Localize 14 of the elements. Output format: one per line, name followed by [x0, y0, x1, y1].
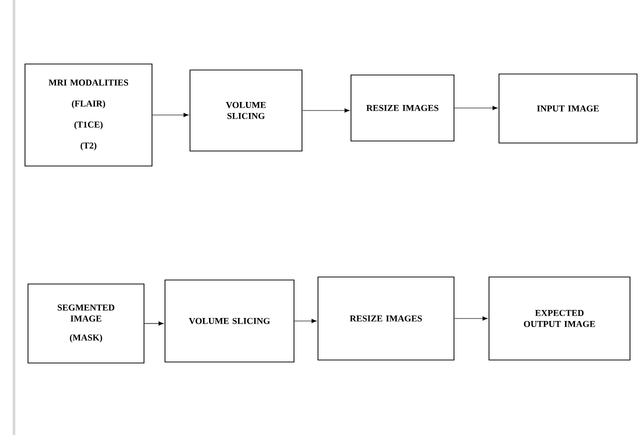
process-box: VOLUME SLICING [164, 280, 294, 362]
process-box: RESIZE IMAGES [318, 276, 454, 360]
arrow [294, 318, 317, 324]
process-box: SEGMENTED IMAGE (MASK) [28, 284, 144, 364]
process-box: RESIZE IMAGES [350, 74, 454, 142]
process-box: VOLUME SLICING [190, 70, 302, 152]
arrow [454, 106, 498, 110]
arrow [454, 316, 488, 321]
process-box: INPUT IMAGE [498, 74, 638, 144]
process-box: MRI MODALITIES (FLAIR) (T1CE) (T2) [24, 64, 152, 166]
arrow [152, 112, 189, 118]
arrow [144, 321, 164, 326]
process-box: EXPECTED OUTPUT IMAGE [488, 276, 630, 360]
arrow [302, 108, 350, 113]
